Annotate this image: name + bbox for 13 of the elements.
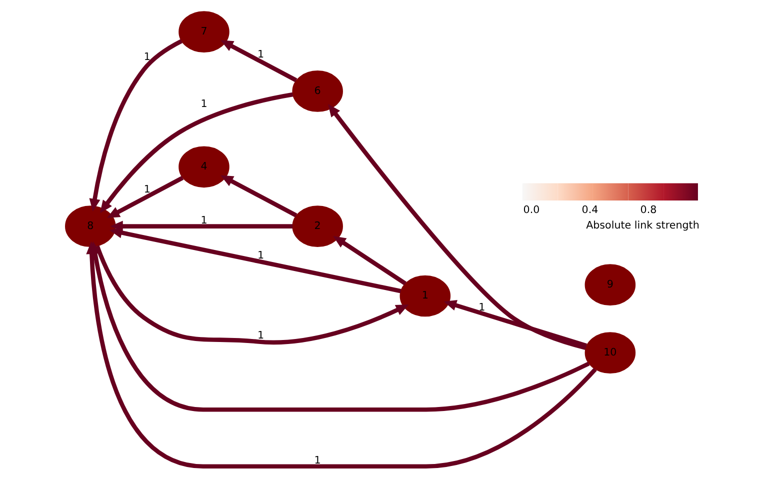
label: 0.0 bbox=[523, 204, 540, 216]
edge-label: 1 bbox=[258, 250, 264, 262]
label: 0.4 bbox=[582, 204, 598, 216]
edge-label: 1 bbox=[200, 214, 208, 226]
edge-label: 1 bbox=[144, 50, 150, 63]
label: 0.8 bbox=[640, 204, 657, 216]
edge-label: 1 bbox=[314, 454, 321, 466]
edge-label: 1 bbox=[258, 330, 264, 342]
legend-label: Absolute link strength bbox=[586, 220, 700, 232]
edge-label: 1 bbox=[478, 301, 486, 314]
edge-label: 1 bbox=[258, 48, 264, 60]
edge-label: 1 bbox=[200, 98, 208, 110]
edge-label: 1 bbox=[144, 183, 150, 196]
